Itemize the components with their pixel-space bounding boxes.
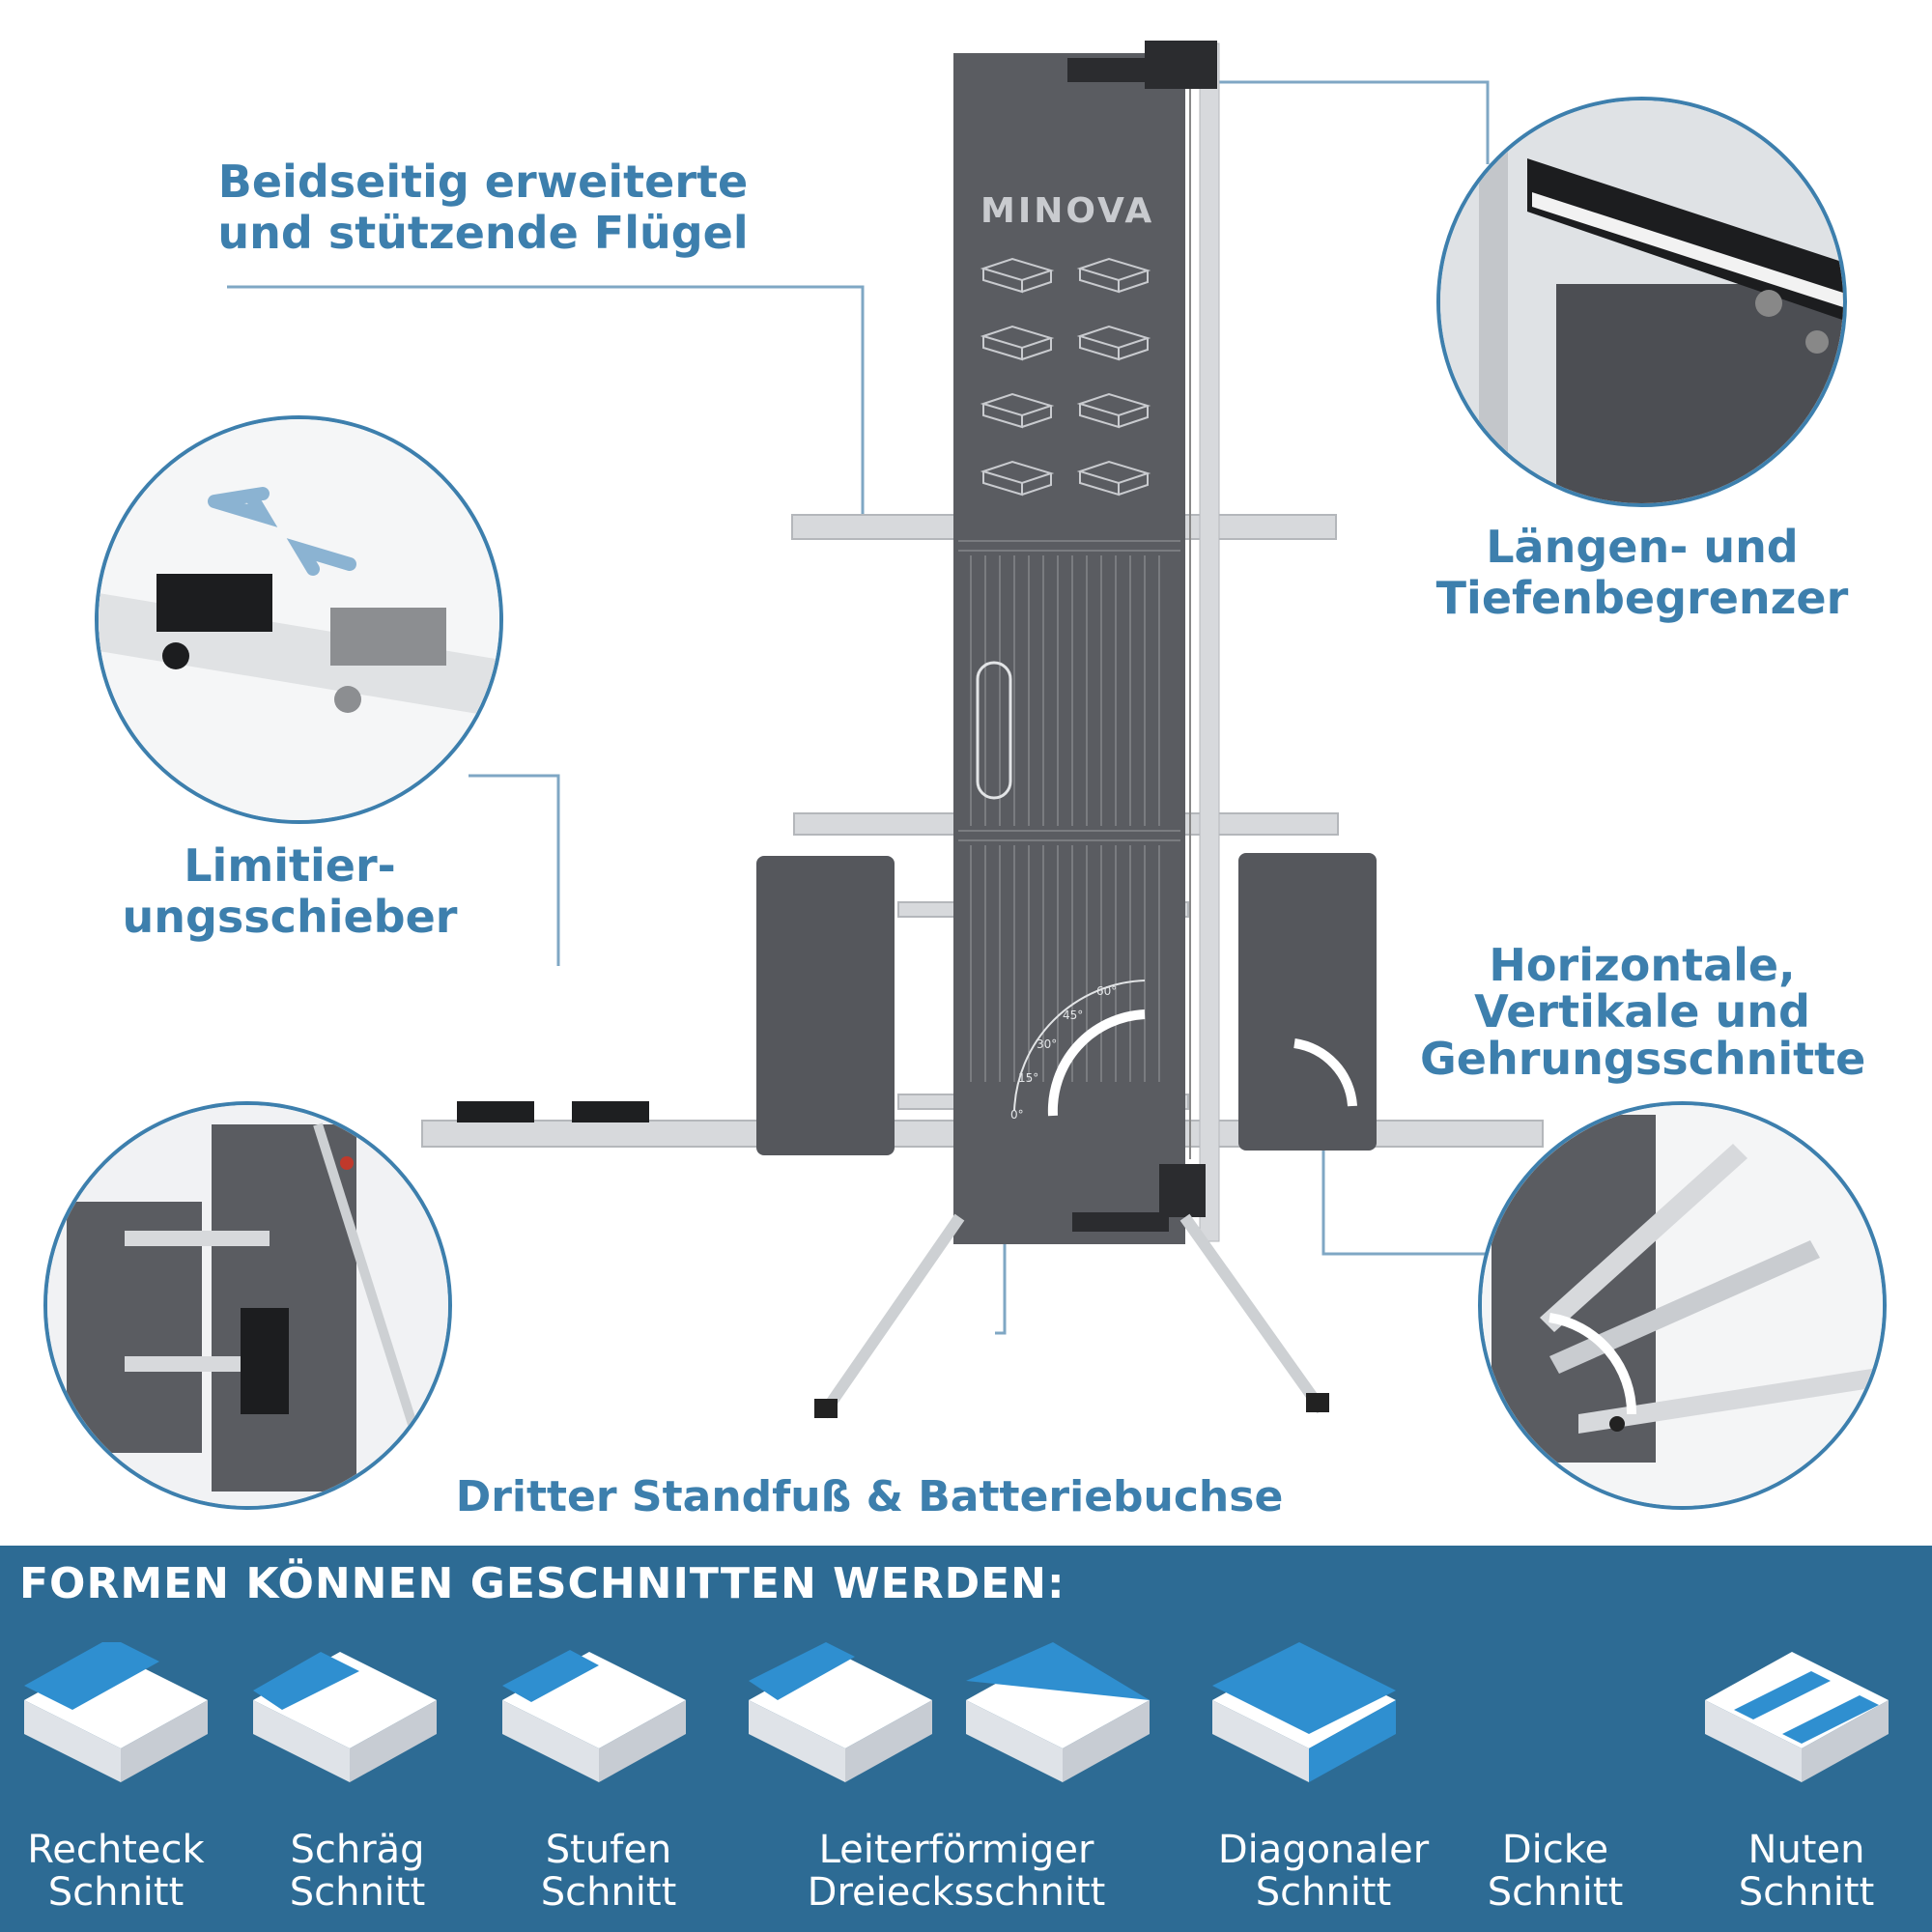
diagonal-cut-icon	[966, 1642, 1150, 1782]
angle-0: 0°	[1010, 1108, 1024, 1122]
handle-slot	[976, 661, 1012, 800]
step-cut-icon	[502, 1650, 686, 1782]
detail-circle-depth-limiter	[1436, 97, 1847, 507]
protractor-arc	[1013, 980, 1146, 1112]
bevel-cut-icon	[253, 1652, 437, 1782]
ladder-triangle-cut-icon	[749, 1642, 932, 1782]
callout-limiter: Limitier- ungsschieber	[122, 839, 458, 943]
stand-legs	[817, 1213, 1327, 1419]
stopper-black	[572, 1101, 649, 1122]
callout-foot: Dritter Standfuß & Batteriebuchse	[455, 1472, 1284, 1521]
board-shape-icons	[980, 257, 1151, 497]
groove-cut-icon	[1705, 1652, 1889, 1782]
shape-label-step: Stufen Schnitt	[540, 1828, 677, 1915]
shape-label-rectangle: Rechteck Schnitt	[27, 1828, 205, 1915]
panel-title: FORMEN KÖNNEN GESCHNITTEN WERDEN:	[19, 1559, 1065, 1608]
shape-label-thickness: Dicke Schnitt	[1487, 1828, 1624, 1915]
slider-detail-illustration	[99, 419, 499, 820]
cutting-bow	[1067, 41, 1220, 1242]
main-board	[953, 53, 1185, 1244]
miter-detail-illustration	[1482, 1105, 1883, 1506]
stopper-black	[457, 1101, 534, 1122]
angle-45: 45°	[1063, 1009, 1083, 1022]
thickness-cut-icon	[1212, 1642, 1396, 1782]
shape-label-groove: Nuten Schnitt	[1738, 1828, 1875, 1915]
detail-circle-limiter-slider	[95, 415, 503, 824]
callout-wings: Beidseitig erweiterte und stützende Flüg…	[217, 156, 749, 259]
callout-depth: Längen- und Tiefenbegrenzer	[1435, 521, 1849, 624]
angle-15: 15°	[1018, 1071, 1038, 1085]
rectangle-cut-icon	[24, 1642, 208, 1782]
angle-30: 30°	[1037, 1037, 1057, 1051]
shape-label-bevel: Schräg Schnitt	[289, 1828, 426, 1915]
angle-60: 60°	[1096, 984, 1117, 998]
board-grid	[958, 540, 1180, 1082]
detail-circle-third-foot	[43, 1101, 452, 1510]
brand-logo: MINOVA	[980, 191, 1154, 231]
foot-detail-illustration	[47, 1105, 448, 1506]
shape-label-ladder-triangle: Leiterförmiger Dreiecksschnitt	[807, 1828, 1106, 1915]
ruler-detail-illustration	[1440, 100, 1843, 503]
shape-label-diagonal: Diagonaler Schnitt	[1217, 1828, 1430, 1915]
detail-circle-miter-cuts	[1478, 1101, 1887, 1510]
callout-cuts: Horizontale, Vertikale und Gehrungsschni…	[1420, 939, 1866, 1085]
foam-cutter-illustration: MINOVA 0° 15° 30° 45° 60°	[421, 41, 1544, 1419]
leader-lines	[227, 80, 1492, 1335]
